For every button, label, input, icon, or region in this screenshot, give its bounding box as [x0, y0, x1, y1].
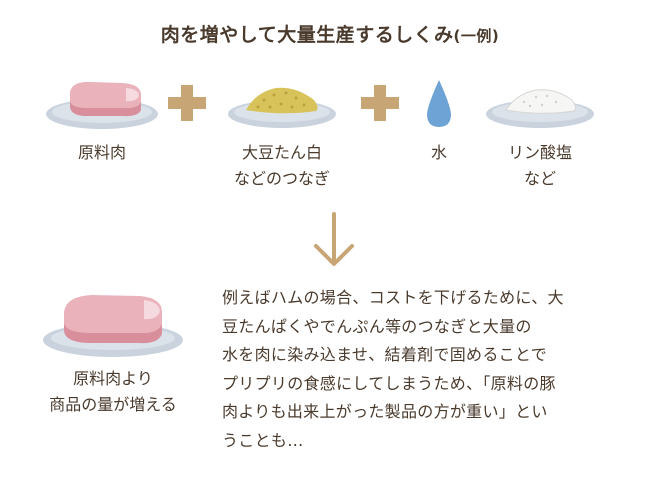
diagram-title: 肉を増やして大量生産するしくみ(一例) — [0, 20, 660, 47]
ingredient-name-line2: などのつなぎ — [233, 169, 330, 188]
ingredient-label-raw-meat: 原料肉 — [44, 140, 160, 166]
explanation-line: 水を肉に染み込ませ、結着剤で固めることで — [222, 345, 548, 364]
explanation-line: 肉よりも出来上がった製品の方が重い」とい — [222, 402, 548, 421]
water-drop-icon — [424, 78, 454, 130]
title-main: 肉を増やして大量生産するしくみ — [160, 24, 454, 46]
ingredient-name: 水 — [430, 143, 447, 162]
ingredient-name: 原料肉 — [77, 143, 126, 162]
ingredient-name: 大豆たん白 — [241, 143, 322, 162]
down-arrow-icon — [311, 210, 357, 270]
raw-meat-icon — [44, 76, 160, 132]
result-label: 原料肉より 商品の量が増える — [24, 366, 202, 418]
explanation-line: プリプリの食感にしてしまうため、「原料の豚 — [222, 373, 556, 393]
result-line-2: 商品の量が増える — [49, 395, 177, 414]
enlarged-meat-icon — [40, 290, 186, 360]
ingredient-name: リン酸塩 — [507, 143, 572, 162]
plus-icon — [162, 83, 212, 123]
explanation-line: 豆たんぱくやでんぷん等のつなぎと大量の — [222, 316, 532, 336]
ingredient-name-line2: など — [523, 169, 556, 188]
explanation-line: 例えばハムの場合、コストを下げるために、大 — [222, 288, 564, 307]
title-suffix: (一例) — [453, 27, 500, 45]
soy-protein-icon — [226, 78, 338, 130]
explanation-text: 例えばハムの場合、コストを下げるために、大 豆たんぱくやでんぷん等のつなぎと大量… — [222, 284, 630, 455]
explanation-line: うことも… — [222, 430, 304, 450]
phosphate-salt-icon — [484, 78, 596, 130]
ingredient-label-water: 水 — [420, 140, 458, 166]
ingredient-label-soy-protein: 大豆たん白 などのつなぎ — [212, 140, 352, 192]
result-line-1: 原料肉より — [73, 369, 153, 388]
plus-icon — [355, 83, 405, 123]
ingredient-label-phosphate: リン酸塩 など — [478, 140, 602, 192]
